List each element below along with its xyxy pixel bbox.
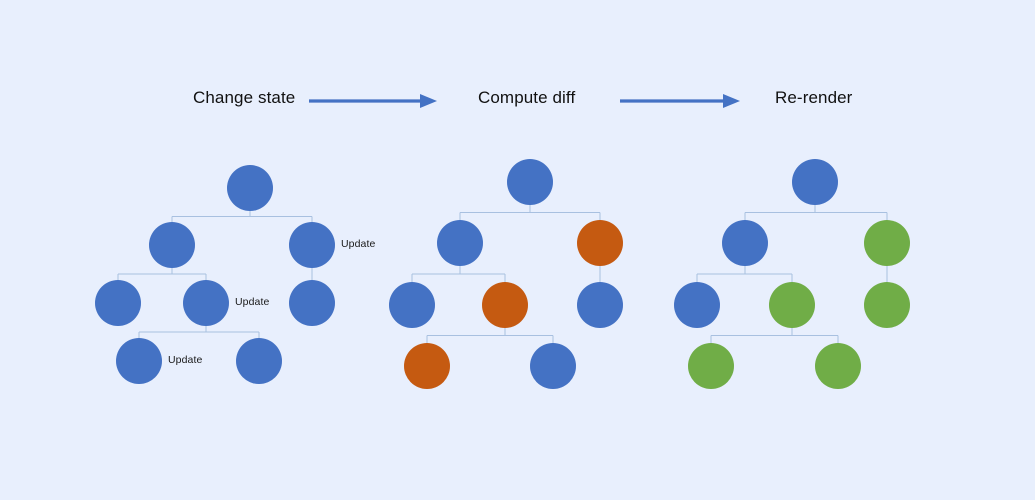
tree-node-t1-g[interactable]: [236, 338, 282, 384]
node-update-label: Update: [341, 238, 376, 250]
tree-node-t3-f[interactable]: [688, 343, 734, 389]
node-update-label: Update: [235, 296, 270, 308]
tree-node-t2-g[interactable]: [530, 343, 576, 389]
tree-node-t1-e[interactable]: [289, 280, 335, 326]
tree-node-t3-g[interactable]: [815, 343, 861, 389]
tree-node-t3-c[interactable]: [674, 282, 720, 328]
tree-node-t3-root[interactable]: [792, 159, 838, 205]
tree-node-t2-e[interactable]: [577, 282, 623, 328]
tree-node-t1-d[interactable]: [183, 280, 229, 326]
arrow-change-state-to-compute-diff: [309, 94, 437, 108]
phase-label-re-render: Re-render: [775, 88, 853, 107]
arrow-compute-diff-to-re-render: [620, 94, 740, 108]
tree-node-t1-b[interactable]: [289, 222, 335, 268]
tree-node-t2-a[interactable]: [437, 220, 483, 266]
tree-node-t2-root[interactable]: [507, 159, 553, 205]
tree-node-t2-f[interactable]: [404, 343, 450, 389]
tree-node-t2-d[interactable]: [482, 282, 528, 328]
tree-node-t3-e[interactable]: [864, 282, 910, 328]
tree-node-t1-a[interactable]: [149, 222, 195, 268]
phase-label-compute-diff: Compute diff: [478, 88, 576, 107]
tree-node-t3-a[interactable]: [722, 220, 768, 266]
tree-node-t1-f[interactable]: [116, 338, 162, 384]
tree-node-t2-c[interactable]: [389, 282, 435, 328]
tree-node-t1-c[interactable]: [95, 280, 141, 326]
tree-node-t2-b[interactable]: [577, 220, 623, 266]
tree-node-t1-root[interactable]: [227, 165, 273, 211]
node-update-label: Update: [168, 354, 203, 366]
tree-node-t3-d[interactable]: [769, 282, 815, 328]
tree-node-t3-b[interactable]: [864, 220, 910, 266]
phase-label-change-state: Change state: [193, 88, 296, 107]
